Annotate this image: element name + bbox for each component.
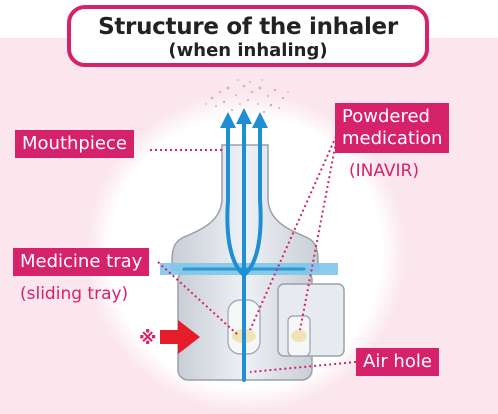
note-mark: ※ — [139, 328, 157, 349]
powdered-label-line2: medication — [342, 128, 443, 149]
medicine-tray-label: Medicine tray — [13, 248, 150, 276]
air-inlet-arrow-icon — [160, 320, 200, 354]
airflow-arrows — [182, 116, 306, 382]
air-hole-label: Air hole — [356, 348, 439, 376]
powdered-label-line1: Powdered — [342, 106, 430, 127]
leader-lines — [150, 131, 357, 373]
mouthpiece-label: Mouthpiece — [15, 130, 134, 158]
page-title: Structure of the inhaler — [98, 14, 398, 40]
sliding-tray-label: (sliding tray) — [20, 284, 129, 304]
arrow-heads — [220, 108, 268, 128]
title-box: Structure of the inhaler (when inhaling) — [67, 5, 429, 67]
page-subtitle: (when inhaling) — [168, 40, 328, 61]
spare-powder — [291, 330, 307, 342]
inavir-label: (INAVIR) — [349, 161, 419, 181]
powder-particles — [205, 79, 289, 114]
powdered-medication-label: Powdered medication — [335, 103, 450, 153]
